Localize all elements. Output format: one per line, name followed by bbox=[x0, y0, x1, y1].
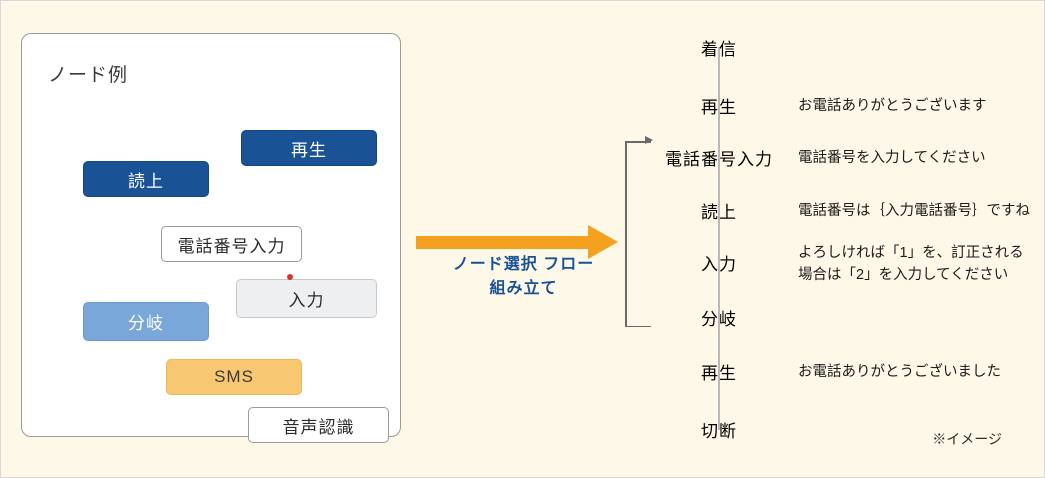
arrow-head-icon bbox=[588, 225, 618, 259]
selection-dot-icon bbox=[287, 274, 293, 280]
loopback-vertical-segment bbox=[625, 141, 627, 327]
flow-node-chakushin[interactable]: 着信 bbox=[701, 39, 737, 59]
palette-node-sms[interactable]: SMS bbox=[166, 359, 302, 395]
flow-node-saisei-1[interactable]: 再生 bbox=[701, 97, 737, 117]
flow-caption-phone-input: 電話番号を入力してください bbox=[798, 150, 986, 166]
arrow-caption: ノード選択 フロー組み立て bbox=[452, 256, 595, 297]
image-note: ※イメージ bbox=[932, 431, 1002, 447]
flow-caption-yomiage: 電話番号は｛入力電話番号｝ですね bbox=[798, 203, 1030, 219]
flow-connector-line bbox=[718, 47, 720, 430]
panel-title: ノード例 bbox=[48, 65, 129, 86]
loopback-top-segment bbox=[625, 141, 651, 143]
flow-node-phone-input[interactable]: 電話番号入力 bbox=[665, 149, 773, 169]
palette-node-saisei[interactable]: 再生 bbox=[241, 130, 377, 166]
flow-node-nyuryoku[interactable]: 入力 bbox=[701, 254, 737, 274]
node-palette-panel: ノード例 再生 読上 電話番号入力 入力 分岐 SMS 音声認識 bbox=[21, 33, 401, 443]
flow-caption-nyuryoku: よろしければ「1」を、訂正される 場合は「2」を入力してください bbox=[798, 245, 1024, 284]
palette-node-yomiage[interactable]: 読上 bbox=[83, 161, 209, 197]
process-arrow bbox=[416, 225, 621, 259]
flow-node-saisei-2[interactable]: 再生 bbox=[701, 363, 737, 383]
flow-caption-saisei-2: お電話ありがとうございました bbox=[798, 364, 1001, 380]
palette-node-bunki[interactable]: 分岐 bbox=[83, 302, 209, 341]
loopback-bottom-segment bbox=[625, 325, 651, 327]
flow-node-setsudan[interactable]: 切断 bbox=[701, 421, 737, 441]
arrow-shaft bbox=[416, 236, 591, 249]
flow-node-bunki[interactable]: 分岐 bbox=[701, 309, 737, 329]
loopback-arrowhead-icon bbox=[645, 136, 653, 144]
palette-node-phone-input[interactable]: 電話番号入力 bbox=[161, 226, 302, 262]
flow-loopback-arrow bbox=[625, 135, 655, 327]
flow-caption-saisei-1: お電話ありがとうございます bbox=[798, 98, 987, 114]
palette-node-speech-recog[interactable]: 音声認識 bbox=[248, 407, 389, 443]
palette-node-nyuryoku[interactable]: 入力 bbox=[236, 279, 377, 318]
flow-node-yomiage[interactable]: 読上 bbox=[701, 202, 737, 222]
